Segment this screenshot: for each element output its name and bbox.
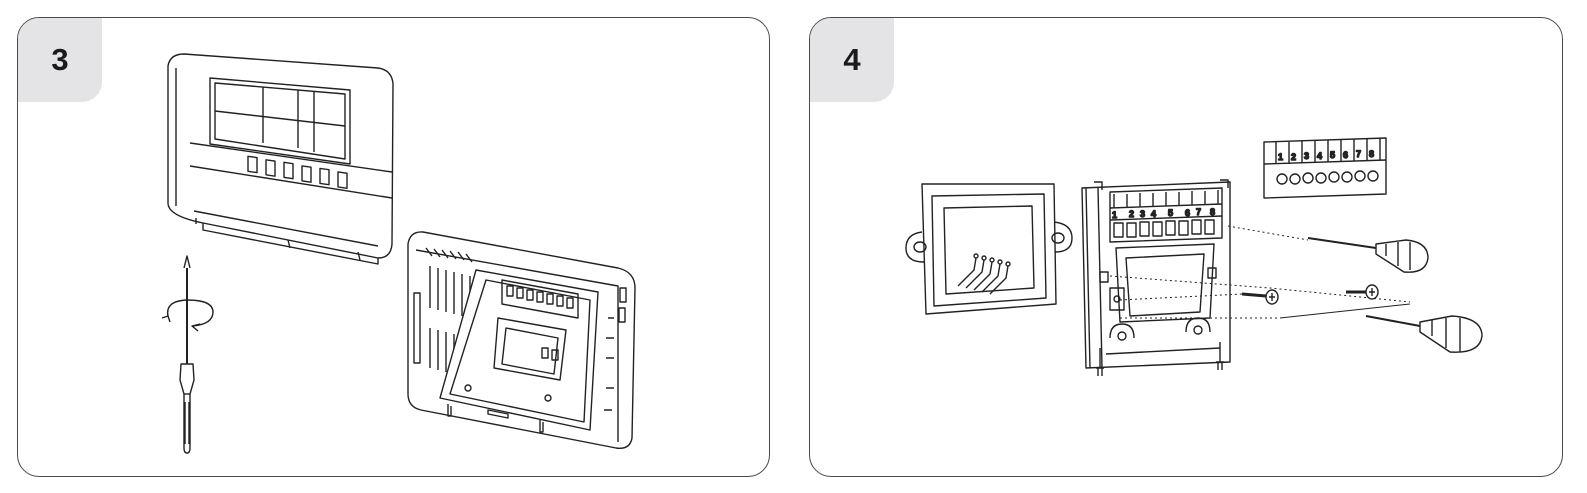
terminal-block-numbers: 1 2 3 4 5 6 7 8 <box>1277 148 1374 162</box>
thermostat-front-cover <box>167 53 394 265</box>
thermostat-back-housing <box>407 231 636 449</box>
terminal-number: 3 <box>1304 151 1309 161</box>
step-4-panel: 4 <box>809 17 1563 477</box>
guide-lines <box>1109 225 1411 319</box>
terminal-label: 4 <box>1151 209 1156 219</box>
screw-icon <box>1346 284 1379 300</box>
terminal-block-icon <box>1263 137 1387 199</box>
terminal-number: 4 <box>1317 151 1322 161</box>
terminal-label: 1 <box>1112 210 1117 220</box>
screwdriver-icon <box>1307 237 1429 273</box>
terminal-number: 6 <box>1343 150 1348 160</box>
back-plate-icon <box>1081 179 1231 376</box>
step-number-badge: 4 <box>810 18 894 102</box>
step-4-illustration: 1 2 3 4 5 6 7 8 <box>905 137 1483 376</box>
terminal-number: 2 <box>1291 152 1296 162</box>
terminal-label: 2 <box>1129 209 1134 219</box>
terminal-label: 8 <box>1210 207 1215 217</box>
terminal-number: 5 <box>1330 150 1335 160</box>
terminal-label: 7 <box>1196 207 1201 217</box>
step-3-panel: 3 <box>17 17 770 477</box>
wall-box-icon <box>905 183 1073 315</box>
terminal-number: 8 <box>1369 149 1374 159</box>
terminal-number: 7 <box>1356 149 1361 159</box>
screwdriver-icon <box>179 255 195 454</box>
step-number-badge: 3 <box>18 18 102 102</box>
screw-icon <box>1241 289 1279 305</box>
screwdriver-icon <box>1365 315 1483 353</box>
step-3-illustration <box>161 53 636 454</box>
backplate-terminal-labels: 1 2 3 4 5 6 7 8 <box>1111 206 1215 220</box>
terminal-label: 6 <box>1185 208 1190 218</box>
terminal-label: 5 <box>1168 208 1173 218</box>
terminal-number: 1 <box>1278 152 1283 162</box>
terminal-label: 3 <box>1140 209 1145 219</box>
rotate-arrow-icon <box>161 299 214 332</box>
